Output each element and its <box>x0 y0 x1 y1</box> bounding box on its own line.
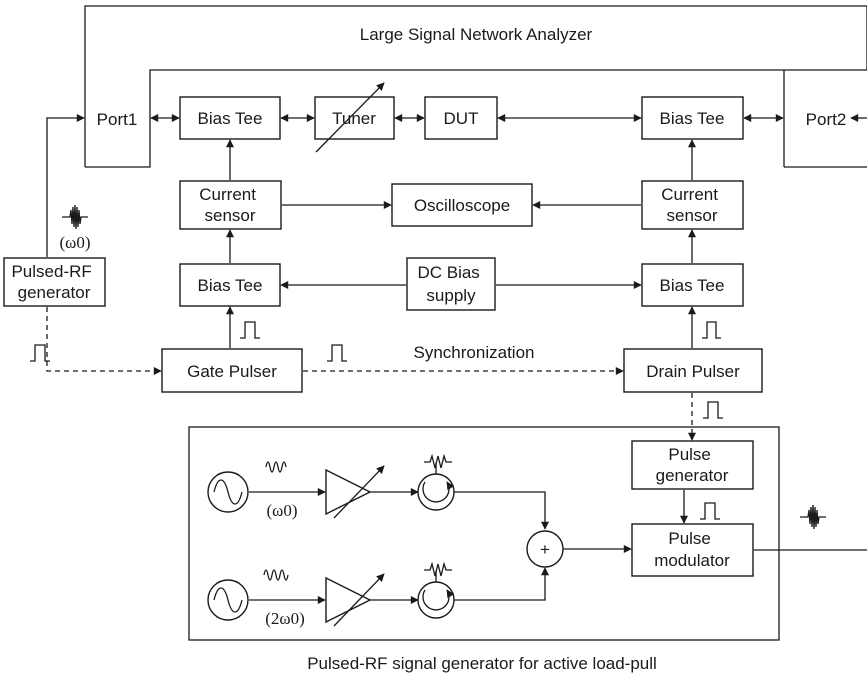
combiner-symbol: + <box>540 540 550 559</box>
omega0-inner-label: (ω0) <box>266 501 297 520</box>
tone-burst-1-icon <box>265 461 287 473</box>
dc-bias-supply-box <box>406 257 496 311</box>
oscilloscope-box <box>391 183 533 227</box>
amplifier-1-adjust-arrow <box>333 465 385 519</box>
two-omega0-label: (2ω0) <box>265 609 305 628</box>
rfgen-to-port1-link <box>46 114 85 257</box>
bias-tee-gate-label: Bias Tee <box>198 276 263 295</box>
amplifier-1-icon <box>325 468 372 516</box>
port1-label: Port1 <box>97 110 138 129</box>
pulse-generator-box <box>631 440 754 490</box>
circulator-2-arrow <box>422 589 455 611</box>
pulse-icon-drain <box>702 321 721 339</box>
pulsed-rf-generator-label: Pulsed-RF generator <box>11 262 96 302</box>
bias-tee-input-label: Bias Tee <box>198 109 263 128</box>
analyzer-outline <box>84 5 867 168</box>
bias-tee-gate-box <box>179 263 281 307</box>
port2-label: Port2 <box>806 110 847 129</box>
pulse-icon-drain-down <box>703 401 723 419</box>
gate-pulser-label: Gate Pulser <box>187 362 277 381</box>
pulse-modulator-box <box>631 523 754 577</box>
current-sensor-drain-label: Current sensor <box>661 185 722 225</box>
oscilloscope-label: Oscilloscope <box>414 196 510 215</box>
load-resistor-2-icon <box>424 561 452 577</box>
oscillator-1-wave <box>213 479 243 505</box>
circulator1-to-combiner <box>454 491 549 530</box>
bias-tee-input-box <box>179 96 281 140</box>
tuner-label: Tuner <box>332 109 376 128</box>
pulse-icon-rfgen <box>30 344 50 362</box>
pulse-modulator-label: Pulse modulator <box>654 529 730 570</box>
tuner-adjust-arrow <box>315 82 385 153</box>
pulsed-rf-signal-generator-outline <box>188 426 780 641</box>
synchronization-label: Synchronization <box>414 343 535 362</box>
amplifier-2-adjust-arrow <box>333 573 385 627</box>
gate-pulser-box <box>161 348 303 393</box>
pulse-generator-label: Pulse generator <box>656 445 729 485</box>
bias-tee-drain-box <box>641 263 744 307</box>
circulator-1-arrow <box>422 481 455 503</box>
bias-tee-output-box <box>641 96 744 140</box>
dut-box <box>424 96 498 140</box>
oscillator-2-wave <box>213 587 243 613</box>
analyzer-label: Large Signal Network Analyzer <box>360 25 593 44</box>
rfgen-to-gate-pulser-dashed <box>46 307 162 375</box>
pulse-icon-sync <box>327 344 347 362</box>
tuner-box <box>314 96 395 140</box>
circulator2-to-combiner <box>454 567 549 601</box>
load-resistor-1-icon <box>424 453 452 469</box>
current-sensor-gate-box <box>179 180 282 230</box>
tone-burst-2-icon <box>263 569 289 581</box>
dc-bias-supply-label: DC Bias supply <box>417 263 484 305</box>
amplifier-2-icon <box>325 576 372 624</box>
dut-label: DUT <box>444 109 479 128</box>
drain-pulser-label: Drain Pulser <box>646 362 740 381</box>
output-rf-burst-icon <box>800 504 826 530</box>
bias-tee-drain-label: Bias Tee <box>660 276 725 295</box>
current-sensor-drain-box <box>641 180 744 230</box>
pulse-icon-pulsegen <box>700 502 720 520</box>
pulse-icon-gate <box>240 321 260 339</box>
figure-caption: Pulsed-RF signal generator for active lo… <box>307 654 657 673</box>
rf-burst-icon <box>62 204 88 230</box>
pulsed-rf-generator-box <box>3 257 106 307</box>
drain-pulser-box <box>623 348 763 393</box>
bias-tee-output-label: Bias Tee <box>660 109 725 128</box>
current-sensor-gate-label: Current sensor <box>199 185 260 225</box>
omega0-top-label: (ω0) <box>59 233 90 252</box>
